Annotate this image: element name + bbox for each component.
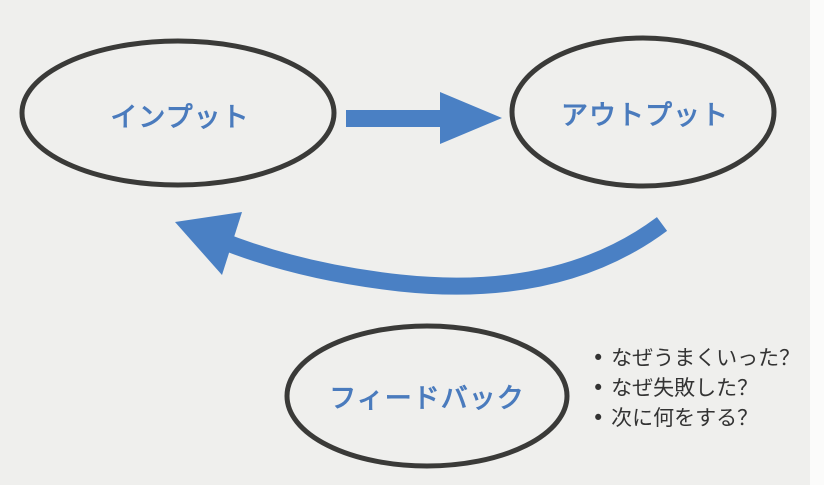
question-item: • なぜ失敗した？ [592,373,800,403]
input-ellipse [19,38,337,188]
output-ellipse [509,35,777,189]
question-text: なぜうまくいった？ [611,346,801,370]
bullet: • [592,376,605,400]
question-item: • 次に何をする？ [592,403,800,433]
page-edge [810,0,824,485]
output-label: アウトプット [561,100,729,132]
bullet: • [592,346,605,370]
input-label: インプット [110,102,250,134]
curved-return-arrow [175,212,668,295]
question-item: • なぜうまくいった？ [592,343,800,373]
feedback-ellipse [284,323,570,469]
feedback-questions: • なぜうまくいった？ • なぜ失敗した？ • 次に何をする？ [592,343,800,433]
question-text: なぜ失敗した？ [611,376,759,400]
right-arrow [346,92,502,144]
bullet: • [592,406,605,430]
feedback-label: フィードバック [329,383,525,415]
question-text: 次に何をする？ [611,406,759,430]
